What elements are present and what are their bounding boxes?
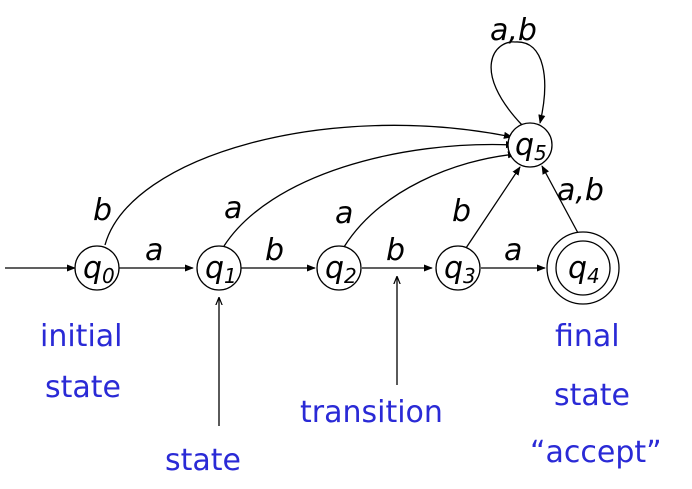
label-q3-q4: a <box>504 233 522 268</box>
edge-q5-q5-loop <box>490 41 546 126</box>
label-q5-loop: a,b <box>490 13 537 48</box>
state-q5-label: q5 <box>515 128 547 165</box>
state-q5: q5 <box>507 122 553 168</box>
state-q2: q2 <box>316 245 362 291</box>
edge-q0-q5 <box>104 124 513 246</box>
edge-q2-q5 <box>343 151 517 248</box>
label-q1-q5: a <box>224 191 242 226</box>
label-q3-q5: b <box>452 194 471 229</box>
state-q4-label: q4 <box>568 251 600 288</box>
final-state-annotation-line1: final <box>555 319 620 354</box>
label-q2-q3: b <box>386 233 405 268</box>
state-q0-label: q0 <box>83 251 115 288</box>
state-q1: q1 <box>196 245 242 291</box>
initial-state-annotation-line1: initial <box>40 319 123 354</box>
initial-state-annotation-line2: state <box>45 370 121 405</box>
final-state-annotation-line3: “accept” <box>530 435 662 470</box>
transition-annotation: transition <box>300 395 443 430</box>
label-q1-q2: b <box>265 233 284 268</box>
state-q4-accepting: q4 <box>546 231 620 305</box>
edge-q3-q5 <box>465 166 521 249</box>
state-q1-label: q1 <box>205 251 237 288</box>
label-q2-q5: a <box>335 196 353 231</box>
state-q3-label: q3 <box>444 251 476 288</box>
edge-q1-q5 <box>223 141 515 247</box>
state-q0: q0 <box>74 245 120 291</box>
state-q2-label: q2 <box>325 251 357 288</box>
state-annotation: state <box>165 443 241 478</box>
edge-q4-q5 <box>541 165 579 234</box>
state-q3: q3 <box>435 245 481 291</box>
label-q4-q5: a,b <box>557 173 604 208</box>
label-q0-q1: a <box>145 233 163 268</box>
label-q0-q5: b <box>93 193 112 228</box>
final-state-annotation-line2: state <box>554 378 630 413</box>
